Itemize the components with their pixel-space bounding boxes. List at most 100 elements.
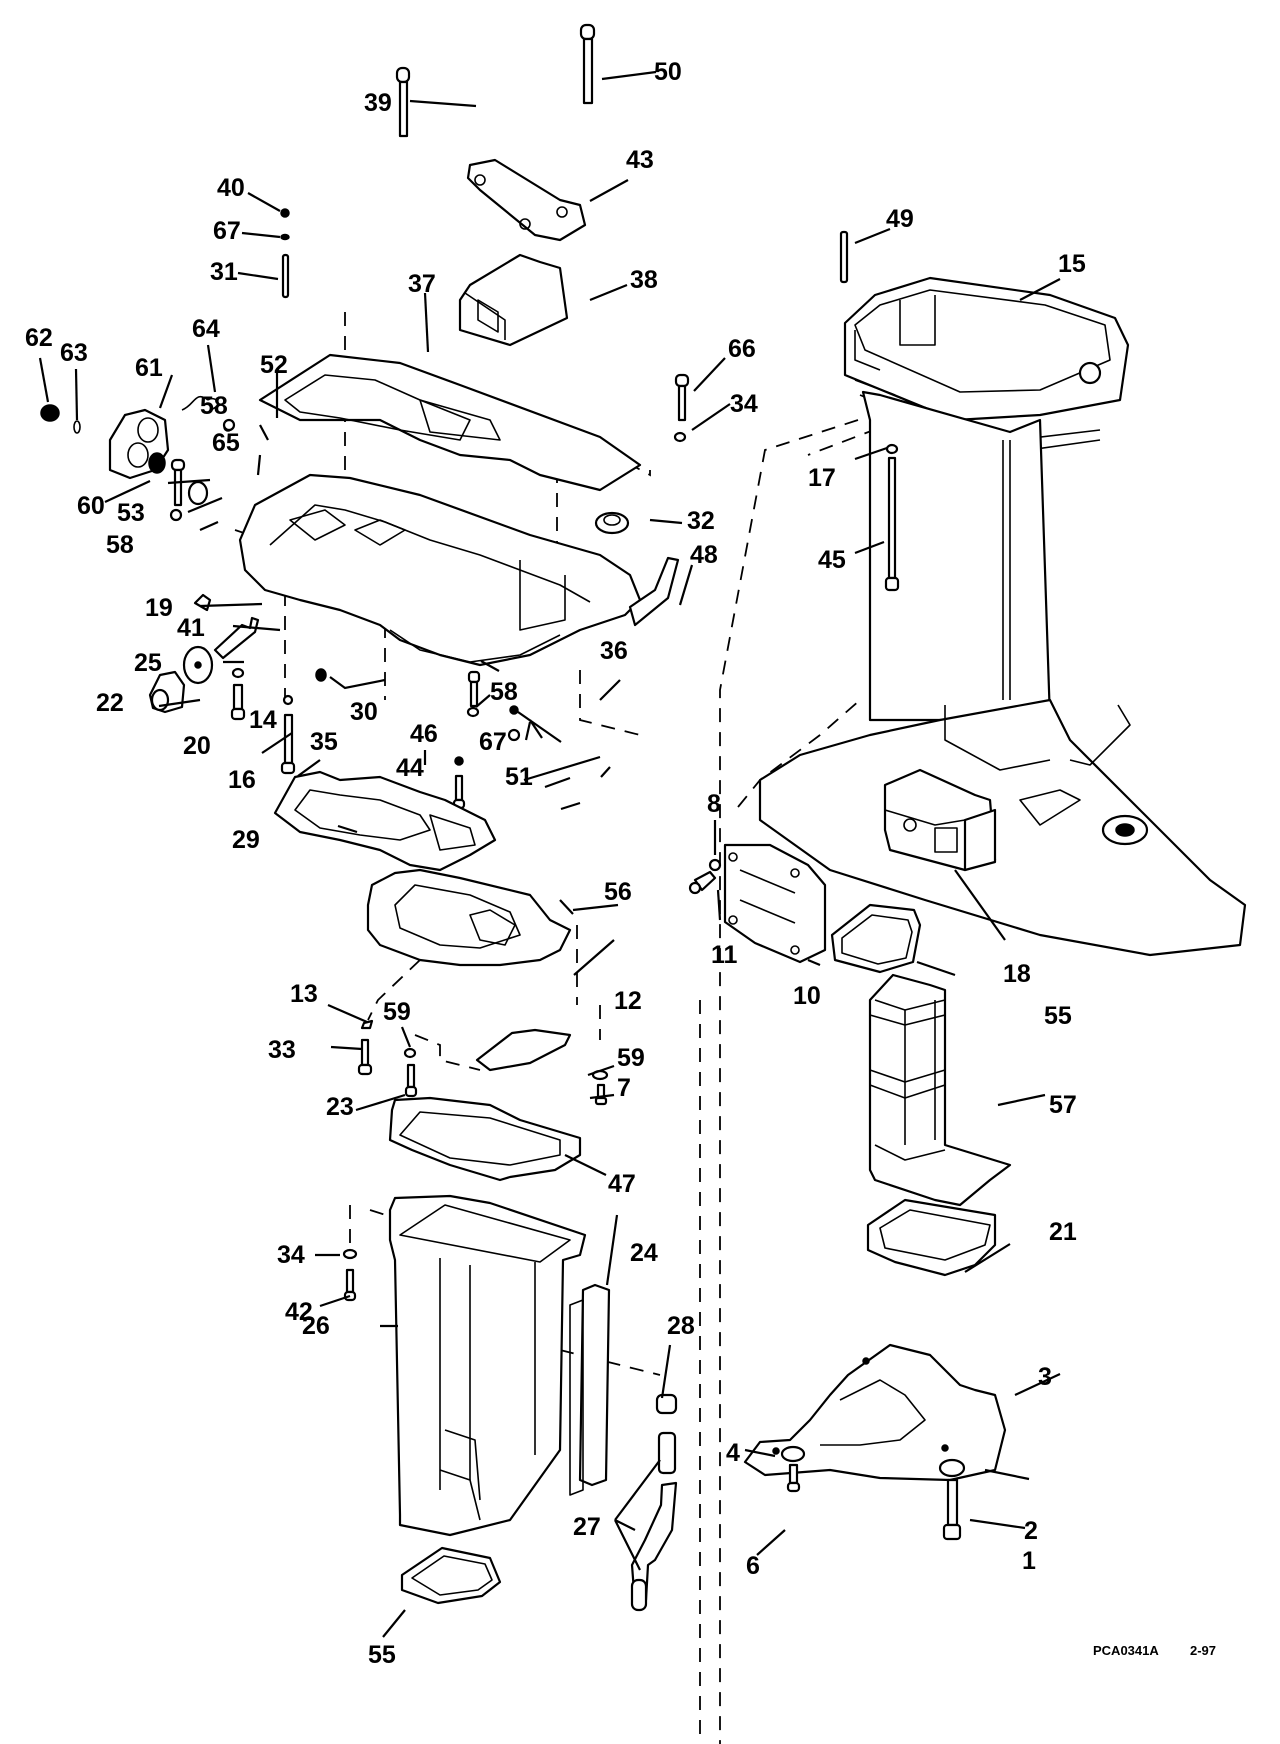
callout-32: 32: [687, 507, 715, 535]
callout-67-top: 67: [213, 217, 241, 245]
callout-19: 19: [145, 594, 173, 622]
screw-11: [688, 870, 717, 895]
hose-48: [628, 556, 680, 627]
callout-51: 51: [505, 763, 533, 791]
callout-10: 10: [793, 982, 821, 1010]
callout-65: 65: [212, 429, 240, 457]
callout-60: 60: [77, 492, 105, 520]
nut-2: [938, 1458, 966, 1478]
washer-67-right: [509, 705, 519, 715]
callout-29: 29: [232, 826, 260, 854]
tube-24: [569, 1283, 611, 1496]
bolt-50: [579, 23, 596, 105]
washer-17: [885, 443, 899, 455]
callout-43: 43: [626, 146, 654, 174]
assembly-guide-lines: [234, 312, 901, 1744]
callout-28: 28: [667, 1312, 695, 1340]
washer-14: [231, 667, 245, 679]
nut-40: [280, 208, 290, 218]
callout-12: 12: [614, 987, 642, 1015]
callout-44: 44: [396, 754, 424, 782]
washer-14-right: [282, 694, 294, 706]
clip-64: [181, 395, 219, 411]
cover-plate-12: [475, 1028, 572, 1072]
stud-31: [281, 253, 290, 299]
callout-30: 30: [350, 698, 378, 726]
bolt-16: [280, 713, 296, 775]
gasket-47: [388, 1096, 582, 1182]
callout-50: 50: [654, 58, 682, 86]
callout-13: 13: [290, 980, 318, 1008]
callout-3: 3: [1038, 1363, 1052, 1391]
screw-6: [786, 1463, 801, 1493]
nut-35: [315, 668, 327, 682]
callout-62: 62: [25, 324, 53, 352]
control-module-38: [458, 253, 569, 347]
callout-18: 18: [1003, 960, 1031, 988]
callout-58-left: 58: [106, 531, 134, 559]
exhaust-adapter-30: [238, 473, 642, 667]
callout-14: 14: [249, 706, 277, 734]
callout-8: 8: [707, 790, 721, 818]
washer-46: [454, 756, 464, 766]
callout-labels: 39 50 40 67 31 43 38 37 49 15 66 34 62 6…: [25, 58, 1216, 1669]
callout-55-lower: 55: [368, 1641, 396, 1669]
callout-63: 63: [60, 339, 88, 367]
callout-40: 40: [217, 174, 245, 202]
callout-55-upper: 55: [1044, 1002, 1072, 1030]
exhaust-plate-3: [743, 1343, 1007, 1482]
bolt-44: [452, 774, 466, 810]
callout-31: 31: [210, 258, 238, 286]
screw-42: [343, 1268, 357, 1302]
fitting-19: [193, 593, 212, 612]
bolt-23: [404, 1063, 418, 1098]
callout-26: 26: [302, 1312, 330, 1340]
nut-52: [222, 418, 236, 432]
callout-6: 6: [746, 1552, 760, 1580]
callout-1: 1: [1022, 1547, 1036, 1575]
callout-67-right: 67: [479, 728, 507, 756]
adapter-plate-56: [366, 868, 572, 967]
washer-58-left: [169, 508, 183, 522]
washer-8: [708, 858, 722, 872]
callout-25: 25: [134, 649, 162, 677]
gasket-55-upper: [830, 903, 922, 974]
grommet-28: [655, 1393, 678, 1415]
callout-46: 46: [410, 720, 438, 748]
bolt-1: [942, 1478, 962, 1541]
drive-shaft-housing-15: [758, 276, 1247, 957]
callout-64: 64: [192, 315, 220, 343]
nut-51: [507, 728, 521, 742]
bolt-39: [395, 66, 411, 138]
callout-47: 47: [608, 1170, 636, 1198]
bolt-33: [357, 1038, 373, 1076]
washer-59-left: [403, 1047, 417, 1059]
washer-25: [182, 645, 214, 685]
bolt-7: [594, 1083, 608, 1106]
callout-4: 4: [726, 1439, 740, 1467]
callout-34-lower: 34: [277, 1241, 305, 1269]
callout-24: 24: [630, 1239, 658, 1267]
callout-66: 66: [728, 335, 756, 363]
callout-36: 36: [600, 637, 628, 665]
washer-34-top: [673, 431, 687, 443]
callout-11: 11: [711, 941, 738, 969]
callout-39: 39: [364, 89, 392, 117]
callout-16: 16: [228, 766, 256, 794]
water-tube-27: [630, 1431, 678, 1612]
bolt-36: [467, 670, 481, 708]
clamp-65: [187, 480, 209, 506]
callout-52: 52: [260, 351, 288, 379]
callout-41: 41: [177, 614, 205, 642]
callout-59-right: 59: [617, 1044, 645, 1072]
washer-67-top: [280, 233, 290, 241]
callout-21: 21: [1049, 1218, 1077, 1246]
callout-22: 22: [96, 689, 124, 717]
callout-37: 37: [408, 270, 436, 298]
callout-34-top: 34: [730, 390, 758, 418]
callout-48: 48: [690, 541, 718, 569]
callout-49: 49: [886, 205, 914, 233]
cap-62: [40, 404, 60, 422]
callout-27: 27: [573, 1513, 601, 1541]
